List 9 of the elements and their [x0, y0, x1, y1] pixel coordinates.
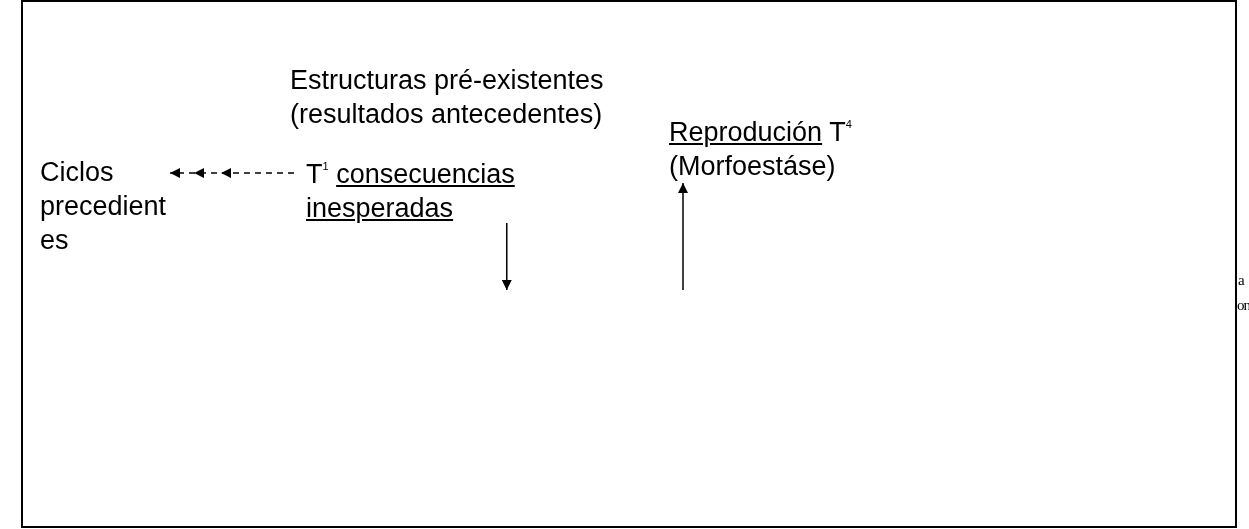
arrow — [678, 182, 688, 291]
structure-text: Estructuras pré-existentes (resultados antecedentes) — [290, 63, 650, 131]
consequence-text: T$^{1}$ consecuencias inesperadas — [306, 157, 596, 225]
fragment-text: on — [1237, 296, 1249, 315]
arrow — [501, 222, 512, 291]
reproduction-text: Reprodución T$^{4}$ (Morfoestáse) — [669, 115, 869, 183]
cycle-text: Ciclos precedientes — [40, 155, 176, 257]
arrow — [169, 168, 295, 178]
fragment-text: a — [1238, 271, 1244, 290]
